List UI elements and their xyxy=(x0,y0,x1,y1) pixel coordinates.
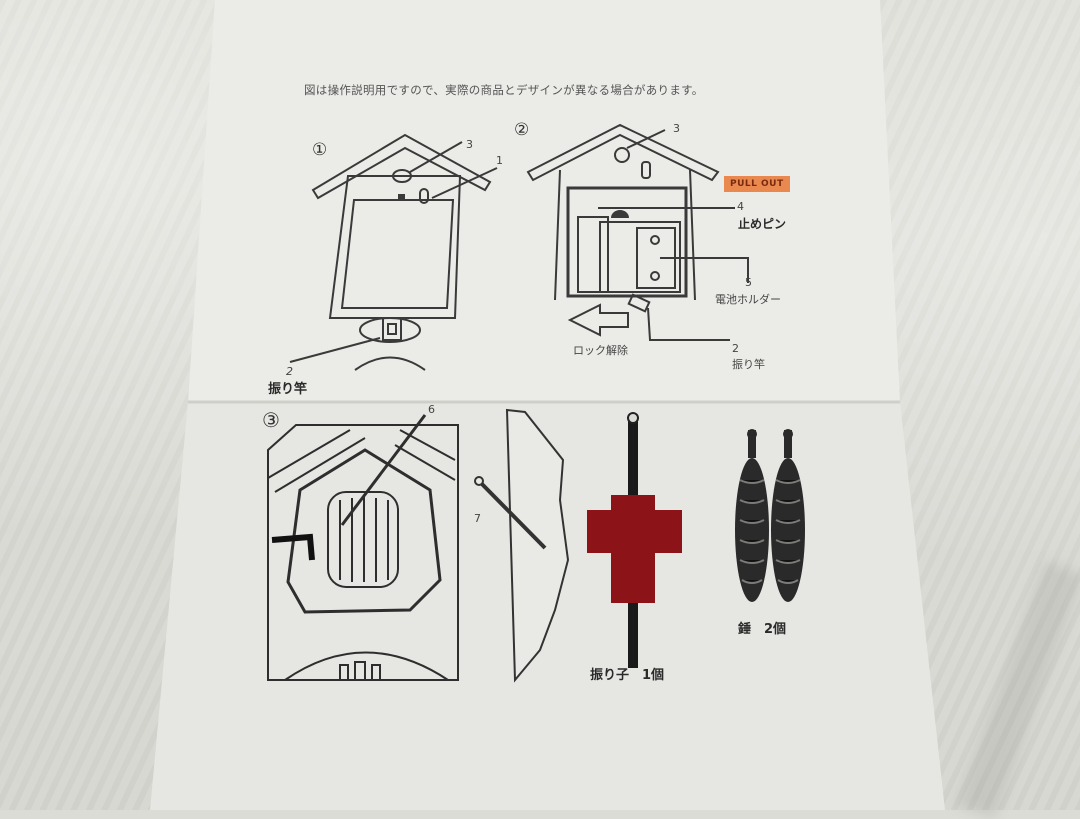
panel1-callout-3: 3 xyxy=(466,138,473,151)
panel2-number: ② xyxy=(514,120,530,140)
panel2-house-diagram xyxy=(526,123,749,341)
weights-label: 錘 2個 xyxy=(738,622,787,637)
panel2-label-swing-rod: 振り竿 xyxy=(732,358,765,371)
panel1-callout-1: 1 xyxy=(496,154,503,167)
pinecone-weights-illustration xyxy=(735,429,805,602)
panel2-callout-3: 3 xyxy=(673,122,680,135)
sheet-top-half xyxy=(188,0,900,402)
panel2-callout-5: 5 xyxy=(745,276,752,289)
panel1-label-swing-rod: 振り竿 xyxy=(268,382,308,397)
panel2-label-unlock: ロック解除 xyxy=(573,344,628,357)
panel3-number: ③ xyxy=(262,408,280,432)
panel2-callout-4: 4 xyxy=(737,200,744,213)
panel3-callout-6: 6 xyxy=(428,403,435,416)
disclaimer-text: 図は操作説明用ですので、実際の商品とデザインが異なる場合があります。 xyxy=(304,83,704,97)
pendulum-label: 振り子 1個 xyxy=(590,668,665,683)
panel3-callout-7: 7 xyxy=(474,512,481,525)
panel3-side-panel xyxy=(474,408,570,683)
pull-out-tag: PULL OUT xyxy=(724,176,790,192)
panel1-number: ① xyxy=(312,140,328,160)
panel1-callout-2: 2 xyxy=(286,365,293,378)
panel2-label-stop-pin: 止めピン xyxy=(738,217,787,231)
panel2-label-battery-holder: 電池ホルダー xyxy=(715,293,781,306)
panel3-clock-front-diagram xyxy=(267,414,459,681)
pendulum-illustration xyxy=(587,412,682,668)
panel1-house-diagram xyxy=(289,133,498,371)
panel2-callout-2: 2 xyxy=(732,342,739,355)
